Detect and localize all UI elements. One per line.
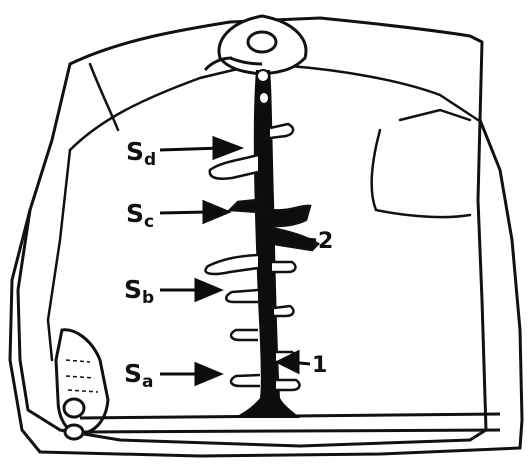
callout-1: 1 bbox=[312, 353, 327, 378]
label-sd: Sd bbox=[126, 137, 156, 170]
label-sb: Sb bbox=[124, 275, 154, 308]
left-lower-bone bbox=[56, 330, 108, 439]
callout-2: 2 bbox=[318, 229, 333, 254]
left-branches bbox=[205, 155, 260, 386]
label-sa: Sa bbox=[124, 359, 154, 392]
label-sc: Sc bbox=[126, 199, 154, 232]
